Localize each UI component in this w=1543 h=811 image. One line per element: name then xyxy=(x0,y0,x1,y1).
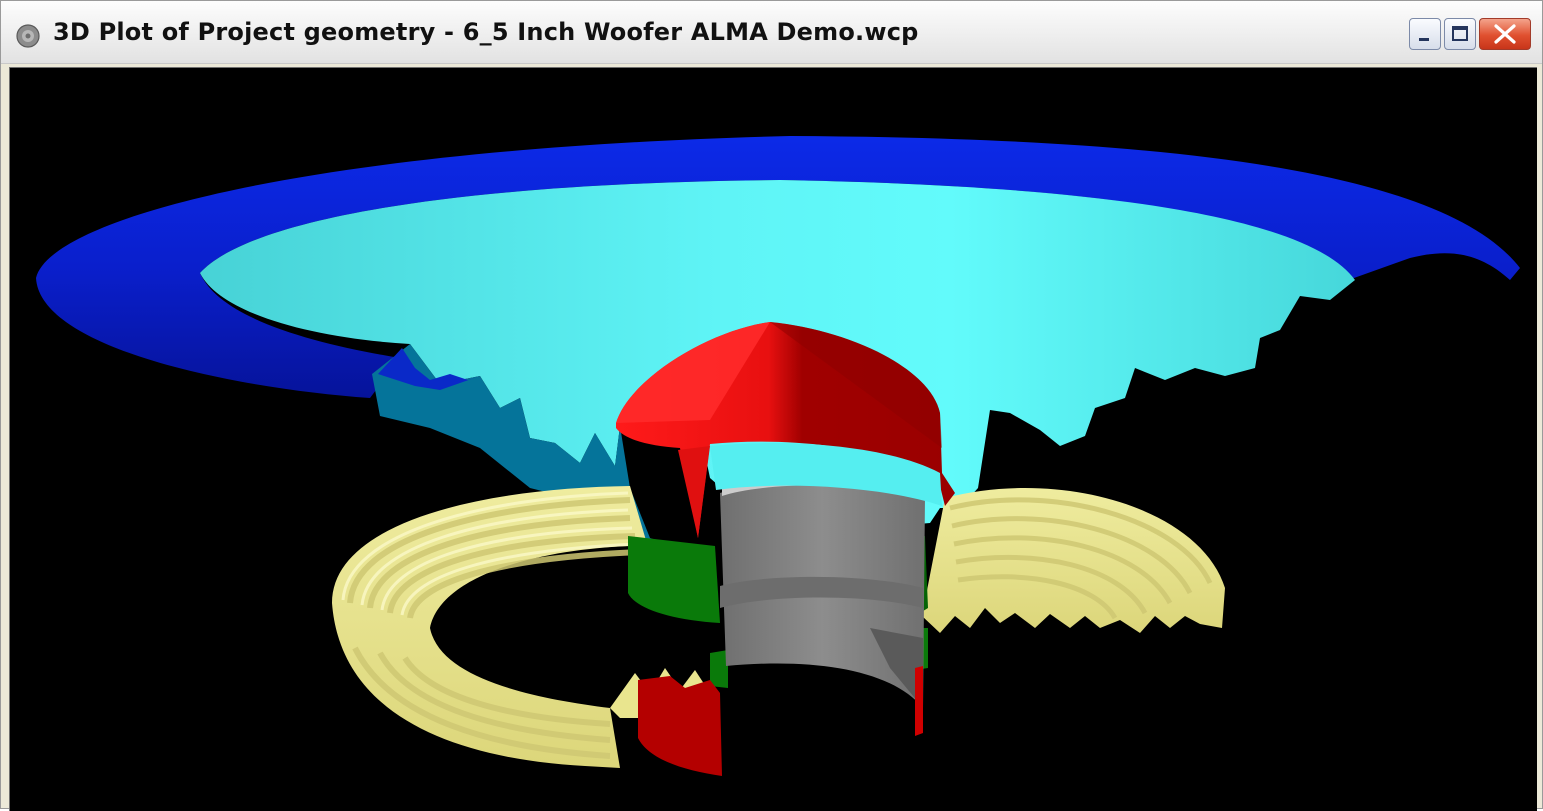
close-icon xyxy=(1494,24,1516,44)
cone-neck xyxy=(710,443,942,506)
voice-coil-part xyxy=(720,475,925,708)
maximize-icon xyxy=(1452,26,1468,41)
woofer-3d-render xyxy=(36,136,1520,776)
dust-cap-part xyxy=(616,322,955,538)
minimize-icon xyxy=(1419,38,1429,41)
window-title: 3D Plot of Project geometry - 6_5 Inch W… xyxy=(53,18,919,46)
maximize-button[interactable] xyxy=(1444,18,1476,50)
speaker-icon xyxy=(16,24,40,48)
spider-part-right xyxy=(922,488,1225,633)
former-bottom-part xyxy=(638,666,923,776)
close-button[interactable] xyxy=(1479,18,1531,50)
3d-plot-viewport[interactable] xyxy=(9,67,1537,811)
spider-part-left xyxy=(332,486,710,768)
minimize-button[interactable] xyxy=(1409,18,1441,50)
title-bar[interactable]: 3D Plot of Project geometry - 6_5 Inch W… xyxy=(1,1,1542,64)
